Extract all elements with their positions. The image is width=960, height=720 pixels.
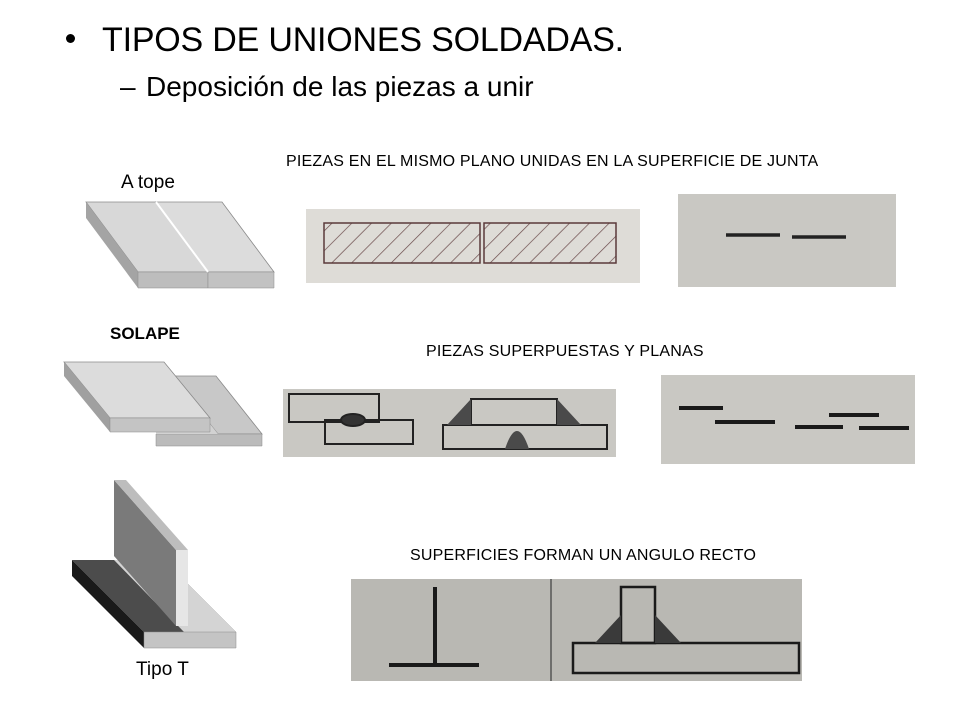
- subtitle-dash: –: [120, 71, 136, 102]
- tee-joint-section-photo: [351, 579, 802, 681]
- tee-joint-illustration: [72, 480, 237, 649]
- title-bullet: [66, 34, 75, 43]
- slide-title: TIPOS DE UNIONES SOLDADAS.: [102, 21, 624, 59]
- lap-joint-label: SOLAPE: [110, 324, 180, 343]
- butt-joint-symbol-photo: [678, 194, 896, 287]
- butt-joint-label: A tope: [121, 172, 175, 193]
- lap-joint-caption: PIEZAS SUPERPUESTAS Y PLANAS: [426, 343, 704, 360]
- lap-joint-section-photo: [283, 389, 616, 457]
- butt-joint-caption: PIEZAS EN EL MISMO PLANO UNIDAS EN LA SU…: [286, 153, 819, 170]
- lap-joint-illustration: [63, 361, 263, 447]
- butt-joint-section-photo: [306, 209, 640, 283]
- butt-joint-illustration: [85, 201, 275, 289]
- tee-joint-label: Tipo T: [136, 659, 189, 680]
- slide-subtitle: Deposición de las piezas a unir: [146, 71, 534, 102]
- lap-joint-symbol-photo: [661, 375, 915, 464]
- tee-joint-caption: SUPERFICIES FORMAN UN ANGULO RECTO: [410, 547, 757, 564]
